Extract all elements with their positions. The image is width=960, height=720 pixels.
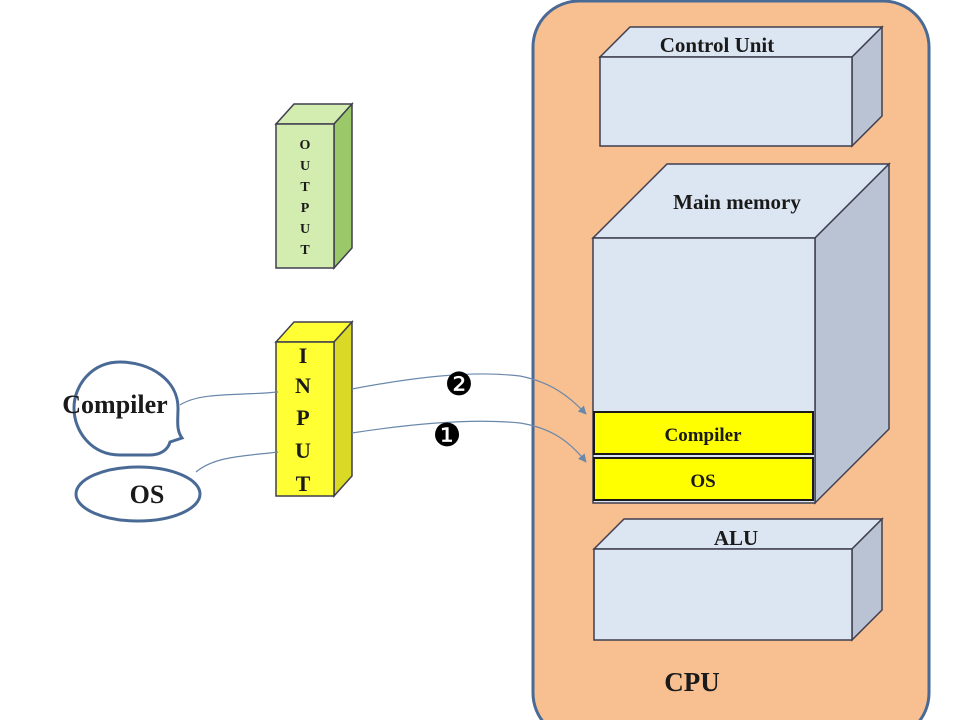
os-to-input-line <box>195 451 279 473</box>
output-device: O U T P U T <box>274 102 354 270</box>
memory-slot-os <box>593 457 814 501</box>
alu-box: ALU <box>592 517 884 642</box>
compiler-source: Compiler <box>62 360 185 457</box>
input-letter: U <box>295 438 311 463</box>
input-device-side-face <box>333 320 353 498</box>
os-source: OS <box>74 465 202 523</box>
os-source-label: OS <box>130 480 165 509</box>
memory-slot-compiler-label: Compiler <box>664 425 742 446</box>
output-device-side-face <box>333 102 353 270</box>
main-memory-label: Main memory <box>673 190 801 214</box>
input-letter: P <box>296 405 309 430</box>
main-memory-box: Main memory Compiler OS <box>591 162 891 505</box>
output-letter: U <box>300 222 310 237</box>
output-letter: T <box>300 180 310 195</box>
input-device: I N P U T <box>274 320 354 498</box>
output-letter: O <box>300 138 311 153</box>
compiler-source-bubble <box>72 360 185 457</box>
step-1-marker: ❶ <box>433 416 462 454</box>
memory-slot-compiler <box>593 411 814 455</box>
output-letter: U <box>300 159 310 174</box>
output-letter: P <box>301 201 310 216</box>
input-letter: N <box>295 373 311 398</box>
output-letter: T <box>300 243 310 258</box>
step-2-marker: ❷ <box>445 365 474 403</box>
os-source-ellipse <box>74 465 202 523</box>
control-unit-front-face <box>599 56 853 147</box>
compiler-to-input-line <box>179 391 279 406</box>
step-2-arrow <box>351 373 587 415</box>
alu-label: ALU <box>714 526 758 550</box>
memory-slot-os-label: OS <box>690 471 715 492</box>
input-letter: T <box>296 471 311 496</box>
control-unit-label: Control Unit <box>660 33 775 57</box>
input-letter: I <box>299 343 308 368</box>
control-unit-box: Control Unit <box>598 25 884 148</box>
alu-front-face <box>593 548 853 641</box>
input-device-front-face <box>275 341 335 497</box>
connectors <box>179 373 587 473</box>
output-device-front-face <box>275 123 335 269</box>
compiler-source-label: Compiler <box>62 390 167 419</box>
cpu-label: CPU <box>664 667 720 697</box>
step-1-arrow <box>351 420 587 463</box>
